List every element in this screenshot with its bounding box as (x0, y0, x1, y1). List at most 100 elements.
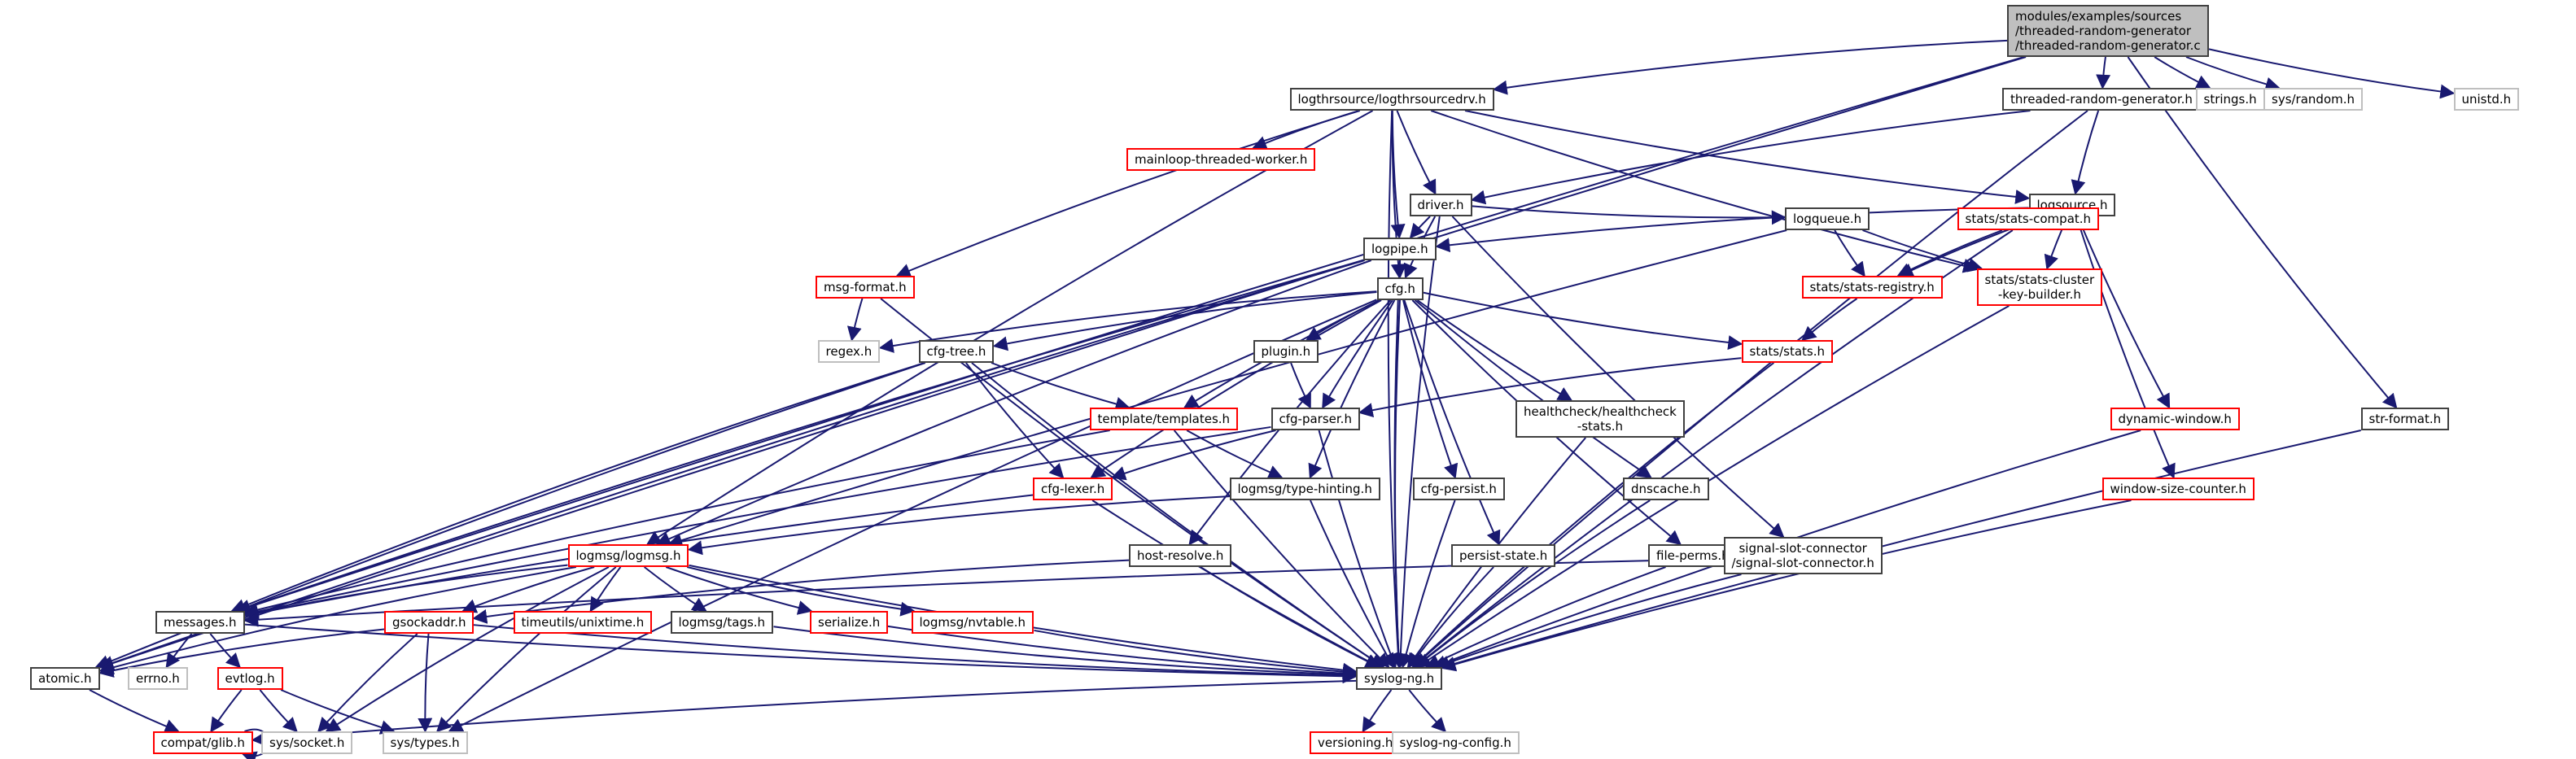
node-regex: regex.h (817, 340, 881, 363)
node-cfglexer[interactable]: cfg-lexer.h (1033, 478, 1113, 500)
node-label: stats/stats-cluster -key-builder.h (1984, 273, 2095, 302)
node-label: signal-slot-connector /signal-slot-conne… (1731, 541, 1874, 570)
edge-cfgtree-to-cfglexer (965, 362, 1065, 479)
edge-logthrsourcedrv-to-logsource (1464, 110, 2031, 204)
node-wsc[interactable]: window-size-counter.h (2101, 478, 2255, 500)
node-label: logmsg/tags.h (678, 615, 766, 630)
edge-strformat-to-syslogng (1441, 430, 2361, 671)
node-cfgpersist[interactable]: cfg-persist.h (1412, 478, 1505, 500)
node-healthcheck[interactable]: healthcheck/healthcheck -stats.h (1515, 400, 1685, 438)
node-logqueue[interactable]: logqueue.h (1785, 207, 1870, 230)
edge-typehinting-to-syslogng (1310, 499, 1394, 669)
node-syssocket: sys/socket.h (261, 731, 353, 754)
node-syslogng[interactable]: syslog-ng.h (1356, 667, 1443, 690)
node-unistd: unistd.h (2453, 88, 2520, 111)
node-serialize[interactable]: serialize.h (810, 611, 889, 634)
node-systypes: sys/types.h (382, 731, 468, 754)
node-statscluster[interactable]: stats/stats-cluster -key-builder.h (1976, 268, 2103, 306)
edge-trg_h-to-syslogng (1411, 110, 2088, 669)
edge-cfgparser-to-cfglexer (1110, 430, 1276, 481)
node-label: logmsg/nvtable.h (919, 615, 1026, 630)
edge-syslogng-to-versioning (1362, 689, 1393, 733)
edge-evtlog-to-glib (210, 689, 243, 733)
edge-cfg-to-syslogng (1391, 299, 1406, 669)
node-messages[interactable]: messages.h (155, 611, 245, 634)
node-glib[interactable]: compat/glib.h (152, 731, 253, 754)
edge-logpipe-to-messages (235, 260, 1364, 614)
edge-logsource-to-wsc (2075, 216, 2176, 479)
node-templates[interactable]: template/templates.h (1089, 408, 1239, 430)
edge-logpipe-to-logmsg (655, 260, 1372, 546)
node-atomic[interactable]: atomic.h (30, 667, 100, 690)
node-label: stats/stats.h (1749, 344, 1826, 359)
edge-logqueue-to-statscluster (1862, 229, 1983, 273)
edge-cfg-to-stats (1423, 291, 1743, 350)
node-label: stats/stats-compat.h (1965, 212, 2092, 226)
edge-cfg-to-cfgtree (992, 291, 1377, 351)
edge-hostresolve-to-syslogng (1200, 566, 1380, 668)
node-cfgparser[interactable]: cfg-parser.h (1271, 408, 1360, 430)
node-logpipe[interactable]: logpipe.h (1363, 238, 1437, 260)
node-label: template/templates.h (1097, 412, 1231, 426)
node-statsregistry[interactable]: stats/stats-registry.h (1801, 276, 1943, 299)
node-versioning[interactable]: versioning.h (1310, 731, 1402, 754)
node-label: cfg-tree.h (926, 344, 986, 359)
edge-plugin-to-cfgparser (1290, 362, 1311, 409)
edge-cfg-to-dnscache (1414, 299, 1652, 479)
node-root[interactable]: modules/examples/sources /threaded-rando… (2007, 5, 2209, 57)
node-label: persist-state.h (1459, 548, 1548, 563)
edge-logmsg-to-serialize (665, 566, 813, 615)
node-statscompat[interactable]: stats/stats-compat.h (1957, 207, 2100, 230)
node-evtlog[interactable]: evtlog.h (216, 667, 283, 690)
node-dnscache[interactable]: dnscache.h (1623, 478, 1709, 500)
edge-root-to-logthrsourcedrv (1492, 39, 2008, 95)
node-unixtime[interactable]: timeutils/unixtime.h (513, 611, 653, 634)
node-mainloop[interactable]: mainloop-threaded-worker.h (1126, 148, 1316, 171)
edge-serialize-to-syslogng (887, 625, 1358, 681)
edge-driver-to-logpipe (1409, 216, 1431, 239)
node-msgformat[interactable]: msg-format.h (816, 276, 915, 299)
node-label: healthcheck/healthcheck -stats.h (1524, 404, 1677, 434)
node-label: stats/stats-registry.h (1809, 280, 1935, 294)
node-typehinting[interactable]: logmsg/type-hinting.h (1229, 478, 1380, 500)
node-label: syslog-ng.h (1364, 671, 1435, 686)
node-trg_h[interactable]: threaded-random-generator.h (2002, 88, 2201, 111)
edge-persiststate-to-syslogng (1407, 566, 1494, 669)
node-cfg[interactable]: cfg.h (1376, 277, 1424, 300)
node-label: logmsg/logmsg.h (575, 548, 681, 563)
node-tags[interactable]: logmsg/tags.h (670, 611, 774, 634)
edge-stats-to-syslogng (1411, 362, 1774, 669)
edge-templates-to-syslogng (1173, 430, 1390, 669)
node-plugin[interactable]: plugin.h (1253, 340, 1319, 363)
edge-cfg-to-healthcheck (1416, 299, 1573, 401)
edge-cfg-to-systypes (448, 299, 1377, 732)
node-gsockaddr[interactable]: gsockaddr.h (384, 611, 475, 634)
node-cfgtree[interactable]: cfg-tree.h (918, 340, 995, 363)
node-hostresolve[interactable]: host-resolve.h (1129, 544, 1232, 567)
node-logmsg[interactable]: logmsg/logmsg.h (567, 544, 689, 567)
edge-trg_h-to-driver (1470, 110, 2031, 205)
node-label: regex.h (825, 344, 873, 359)
node-strformat[interactable]: str-format.h (2360, 408, 2450, 430)
node-persiststate[interactable]: persist-state.h (1451, 544, 1556, 567)
node-label: compat/glib.h (160, 735, 245, 750)
edge-nvtable-to-syslogng (1034, 629, 1358, 679)
node-fileperms[interactable]: file-perms.h (1648, 544, 1738, 567)
node-driver[interactable]: driver.h (1409, 194, 1472, 216)
node-logthrsourcedrv[interactable]: logthrsource/logthrsourcedrv.h (1289, 88, 1494, 111)
node-sysrandom: sys/random.h (2263, 88, 2364, 111)
node-label: versioning.h (1318, 735, 1393, 750)
node-stats[interactable]: stats/stats.h (1741, 340, 1833, 363)
edge-logmsg-to-nvtable (686, 566, 916, 617)
edge-logmsg-to-gsockaddr (461, 566, 595, 613)
edge-logthrsourcedrv-to-logmsg (645, 110, 1374, 545)
node-label: cfg-persist.h (1420, 482, 1497, 496)
edge-syslogng-to-syslogngconfig (1408, 689, 1447, 733)
node-sigslot[interactable]: signal-slot-connector /signal-slot-conne… (1723, 537, 1883, 574)
node-dynwindow[interactable]: dynamic-window.h (2110, 408, 2240, 430)
edge-root-to-strings (2154, 56, 2211, 89)
node-nvtable[interactable]: logmsg/nvtable.h (911, 611, 1034, 634)
node-label: window-size-counter.h (2110, 482, 2246, 496)
edge-sigslot-to-syslogng (1435, 574, 1742, 670)
node-label: logqueue.h (1793, 212, 1862, 226)
